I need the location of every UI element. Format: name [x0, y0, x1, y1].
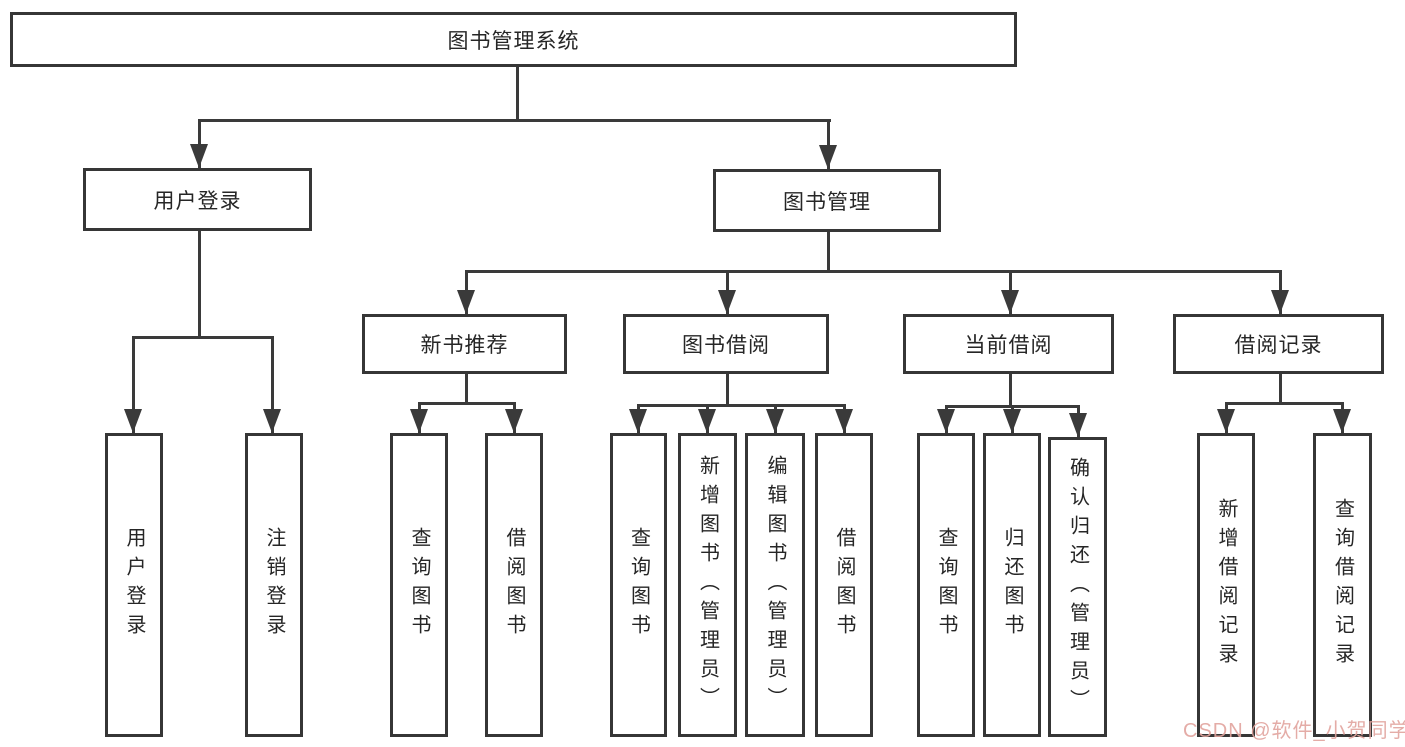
- connector-arrowhead: [766, 409, 784, 433]
- leaf-add-books-admin: 新增图书（管理员）: [678, 433, 737, 737]
- connector-line: [516, 66, 519, 121]
- connector-arrowhead: [629, 409, 647, 433]
- leaf-label: 查询借阅记录: [1331, 498, 1354, 672]
- connector-line: [132, 336, 274, 339]
- connector-arrowhead: [190, 144, 208, 168]
- leaf-label: 编辑图书（管理员）: [764, 454, 786, 716]
- node-user-login: 用户登录: [83, 168, 312, 231]
- leaf-user-login: 用户登录: [105, 433, 163, 737]
- leaf-label: 借阅图书: [503, 527, 525, 643]
- leaf-label: 新增图书（管理员）: [696, 454, 719, 716]
- connector-arrowhead: [1217, 409, 1235, 433]
- leaf-label: 归还图书: [1001, 527, 1023, 643]
- connector-arrowhead: [835, 409, 853, 433]
- connector-line: [726, 373, 729, 407]
- leaf-edit-books-admin: 编辑图书（管理员）: [745, 433, 805, 737]
- leaf-label: 新增借阅记录: [1215, 498, 1237, 672]
- connector-line: [198, 119, 831, 122]
- connector-arrowhead: [1069, 413, 1087, 437]
- connector-arrowhead: [698, 409, 716, 433]
- leaf-label: 用户登录: [123, 527, 145, 643]
- connector-line: [1279, 373, 1282, 405]
- connector-arrowhead: [937, 409, 955, 433]
- connector-arrowhead: [1003, 409, 1021, 433]
- connector-arrowhead: [718, 290, 736, 314]
- leaf-label: 查询图书: [408, 527, 430, 643]
- leaf-borrow-books: 借阅图书: [815, 433, 873, 737]
- connector-line: [827, 231, 830, 273]
- leaf-return-books: 归还图书: [983, 433, 1041, 737]
- connector-arrowhead: [505, 409, 523, 433]
- connector-line: [271, 336, 274, 433]
- leaf-query-borrow-record: 查询借阅记录: [1313, 433, 1372, 737]
- node-root-library-system: 图书管理系统: [10, 12, 1017, 67]
- connector-arrowhead: [1271, 290, 1289, 314]
- leaf-label: 借阅图书: [833, 527, 855, 643]
- leaf-borrow-books-recommend: 借阅图书: [485, 433, 543, 737]
- node-current-borrowing: 当前借阅: [903, 314, 1114, 374]
- leaf-add-borrow-record: 新增借阅记录: [1197, 433, 1255, 737]
- connector-arrowhead: [819, 145, 837, 169]
- connector-arrowhead: [124, 409, 142, 433]
- connector-line: [1009, 373, 1012, 408]
- leaf-query-books-borrow: 查询图书: [610, 433, 667, 737]
- connector-arrowhead: [1333, 409, 1351, 433]
- connector-arrowhead: [457, 290, 475, 314]
- connector-line: [1225, 402, 1344, 405]
- connector-line: [198, 230, 201, 339]
- leaf-query-books-current: 查询图书: [917, 433, 975, 737]
- connector-arrowhead: [1001, 290, 1019, 314]
- connector-line: [198, 119, 201, 168]
- leaf-logout: 注销登录: [245, 433, 303, 737]
- leaf-confirm-return-admin: 确认归还（管理员）: [1048, 437, 1107, 737]
- leaf-label: 查询图书: [627, 527, 650, 643]
- node-borrowing-records: 借阅记录: [1173, 314, 1384, 374]
- connector-line: [827, 119, 830, 169]
- leaf-label: 确认归还（管理员）: [1066, 456, 1089, 718]
- node-new-book-recommend: 新书推荐: [362, 314, 567, 374]
- leaf-label: 注销登录: [263, 527, 285, 643]
- connector-line: [637, 404, 846, 407]
- csdn-watermark: CSDN @软件_小贺同学: [1183, 720, 1405, 742]
- connector-arrowhead: [263, 409, 281, 433]
- connector-line: [132, 336, 135, 433]
- connector-line: [418, 402, 516, 405]
- connector-arrowhead: [410, 409, 428, 433]
- node-book-management: 图书管理: [713, 169, 941, 232]
- leaf-query-books-recommend: 查询图书: [390, 433, 448, 737]
- node-book-borrowing: 图书借阅: [623, 314, 829, 374]
- leaf-label: 查询图书: [935, 527, 957, 643]
- connector-line: [465, 373, 468, 405]
- connector-line: [465, 270, 1282, 273]
